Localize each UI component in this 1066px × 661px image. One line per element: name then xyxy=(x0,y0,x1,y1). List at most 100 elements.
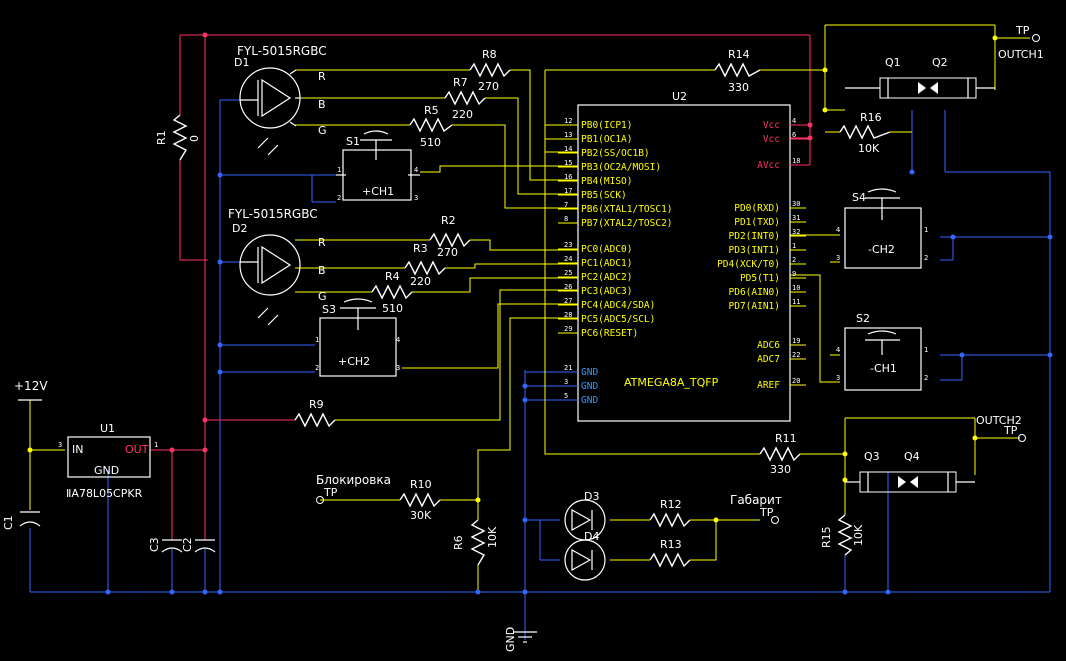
resistor-r15[interactable]: R15 10K xyxy=(820,514,865,556)
switch-s3[interactable]: S3 +CH2 1 2 4 3 xyxy=(315,298,400,377)
svg-text:R16: R16 xyxy=(860,111,882,124)
pin-number: 31 xyxy=(792,214,800,222)
svg-text:+CH1: +CH1 xyxy=(362,185,394,198)
pin-number: 10 xyxy=(792,284,800,292)
capacitor-c2[interactable]: C2 xyxy=(181,537,216,553)
switch-s1[interactable]: S1 +CH1 1 2 4 3 xyxy=(336,130,420,202)
resistor-r8[interactable]: R8 270 xyxy=(469,48,511,93)
svg-text:330: 330 xyxy=(728,81,749,94)
pin-name: PB7(XTAL2/TOSC2) xyxy=(581,218,673,229)
resistor-r10[interactable]: R10 30K xyxy=(399,478,441,522)
pin-name: AVcc xyxy=(757,160,780,171)
svg-text:R7: R7 xyxy=(453,76,468,89)
rgb-led-d1[interactable]: R B G D1 FYL-5015RGBC xyxy=(234,44,327,156)
regulator-u1[interactable]: U1 IN OUT GND 3 1 ⅡA78L05CPKR xyxy=(58,422,158,500)
resistor-r6[interactable]: R6 10K xyxy=(452,519,499,566)
svg-text:R8: R8 xyxy=(482,48,497,61)
pin-name: PC2(ADC2) xyxy=(581,272,632,283)
svg-text:R: R xyxy=(318,236,326,249)
pin-number: 9 xyxy=(792,270,796,278)
svg-text:TP: TP xyxy=(759,506,774,519)
resistor-r11[interactable]: R11 330 xyxy=(759,432,801,476)
switch-s4[interactable]: S4 -CH2 4 3 1 2 xyxy=(836,188,928,269)
mosfet-pair-q1-q2[interactable]: Q1 Q2 xyxy=(845,56,995,99)
u2-right-pin-2: 32 PD2(INT0) xyxy=(729,228,806,242)
pin-name: PC4(ADC4/SDA) xyxy=(581,300,655,311)
pin-name: PD5(T1) xyxy=(740,273,780,284)
pin-number: 5 xyxy=(564,392,568,400)
resistor-r2[interactable]: R2 270 xyxy=(429,214,471,259)
pin-number: 26 xyxy=(564,283,572,291)
svg-text:OUTCH1: OUTCH1 xyxy=(998,48,1044,61)
pin-number: 8 xyxy=(564,215,568,223)
svg-text:D1: D1 xyxy=(234,56,249,69)
svg-text:R14: R14 xyxy=(728,48,750,61)
resistor-r3[interactable]: R3 220 xyxy=(404,242,446,288)
pin-name: PC5(ADC5/SCL) xyxy=(581,314,655,325)
pin-name: ADC7 xyxy=(757,354,780,365)
u2-right-pin-1: 31 PD1(TXD) xyxy=(734,214,806,228)
power-input-12v[interactable]: +12V xyxy=(14,379,48,401)
svg-text:C3: C3 xyxy=(148,537,161,552)
capacitor-c1[interactable]: C1 xyxy=(2,511,41,530)
resistor-r16[interactable]: R16 10K xyxy=(839,111,891,155)
mosfet-pair-q3-q4[interactable]: Q3 Q4 xyxy=(845,450,975,493)
led-d4[interactable]: D4 xyxy=(564,530,606,581)
rgb-led-d2[interactable]: R B G D2 FYL-5015RGBC xyxy=(228,207,327,326)
capacitor-c3[interactable]: C3 xyxy=(148,537,183,553)
pin-name: PD2(INT0) xyxy=(729,231,780,242)
resistor-r12[interactable]: R12 xyxy=(649,498,691,528)
testpoint-blokirovka[interactable]: TP Блокировка xyxy=(316,473,391,504)
svg-text:510: 510 xyxy=(382,302,403,315)
testpoint-outch1[interactable]: TP OUTCH1 xyxy=(998,24,1044,61)
pin-name: PD1(TXD) xyxy=(734,217,780,228)
pin-number: 11 xyxy=(792,298,800,306)
svg-text:10K: 10K xyxy=(858,142,880,155)
svg-text:-CH1: -CH1 xyxy=(870,362,897,375)
svg-text:+12V: +12V xyxy=(14,379,48,393)
resistor-r5[interactable]: R5 510 xyxy=(409,104,453,149)
testpoint-outch2[interactable]: TP OUTCH2 xyxy=(976,414,1026,442)
switch-s2[interactable]: S2 -CH1 4 3 1 2 xyxy=(836,312,928,391)
pin-number: 2 xyxy=(792,256,796,264)
pin-name: Vcc xyxy=(763,120,780,131)
pin-number: 32 xyxy=(792,228,800,236)
resistor-r9[interactable]: R9 xyxy=(294,398,336,428)
resistor-r4[interactable]: R4 510 xyxy=(371,270,413,315)
svg-text:3: 3 xyxy=(836,374,840,382)
svg-text:1: 1 xyxy=(154,441,158,449)
svg-text:FYL-5015RGBC: FYL-5015RGBC xyxy=(228,207,318,221)
pin-number: 3 xyxy=(564,378,568,386)
svg-text:270: 270 xyxy=(478,80,499,93)
u2-left-pin-13: 28 PC5(ADC5/SCL) xyxy=(558,311,655,325)
resistor-r14[interactable]: R14 330 xyxy=(714,48,761,94)
pin-name: PC1(ADC1) xyxy=(581,258,632,269)
resistor-r7[interactable]: R7 220 xyxy=(444,76,486,121)
resistor-r1[interactable]: R1 0 xyxy=(155,114,201,161)
testpoint-gabarit[interactable]: TP Габарит xyxy=(730,493,782,524)
svg-text:4: 4 xyxy=(414,166,418,174)
svg-text:3: 3 xyxy=(396,364,400,372)
pin-number: 29 xyxy=(564,325,572,333)
pin-name: AREF xyxy=(757,380,780,391)
svg-text:R12: R12 xyxy=(660,498,682,511)
pin-number: 13 xyxy=(564,131,572,139)
resistor-r13[interactable]: R13 xyxy=(649,538,691,568)
pin-name: PB3(OC2A/MOSI) xyxy=(581,162,661,173)
pin-number: 28 xyxy=(564,311,572,319)
svg-text:GND: GND xyxy=(94,464,119,477)
